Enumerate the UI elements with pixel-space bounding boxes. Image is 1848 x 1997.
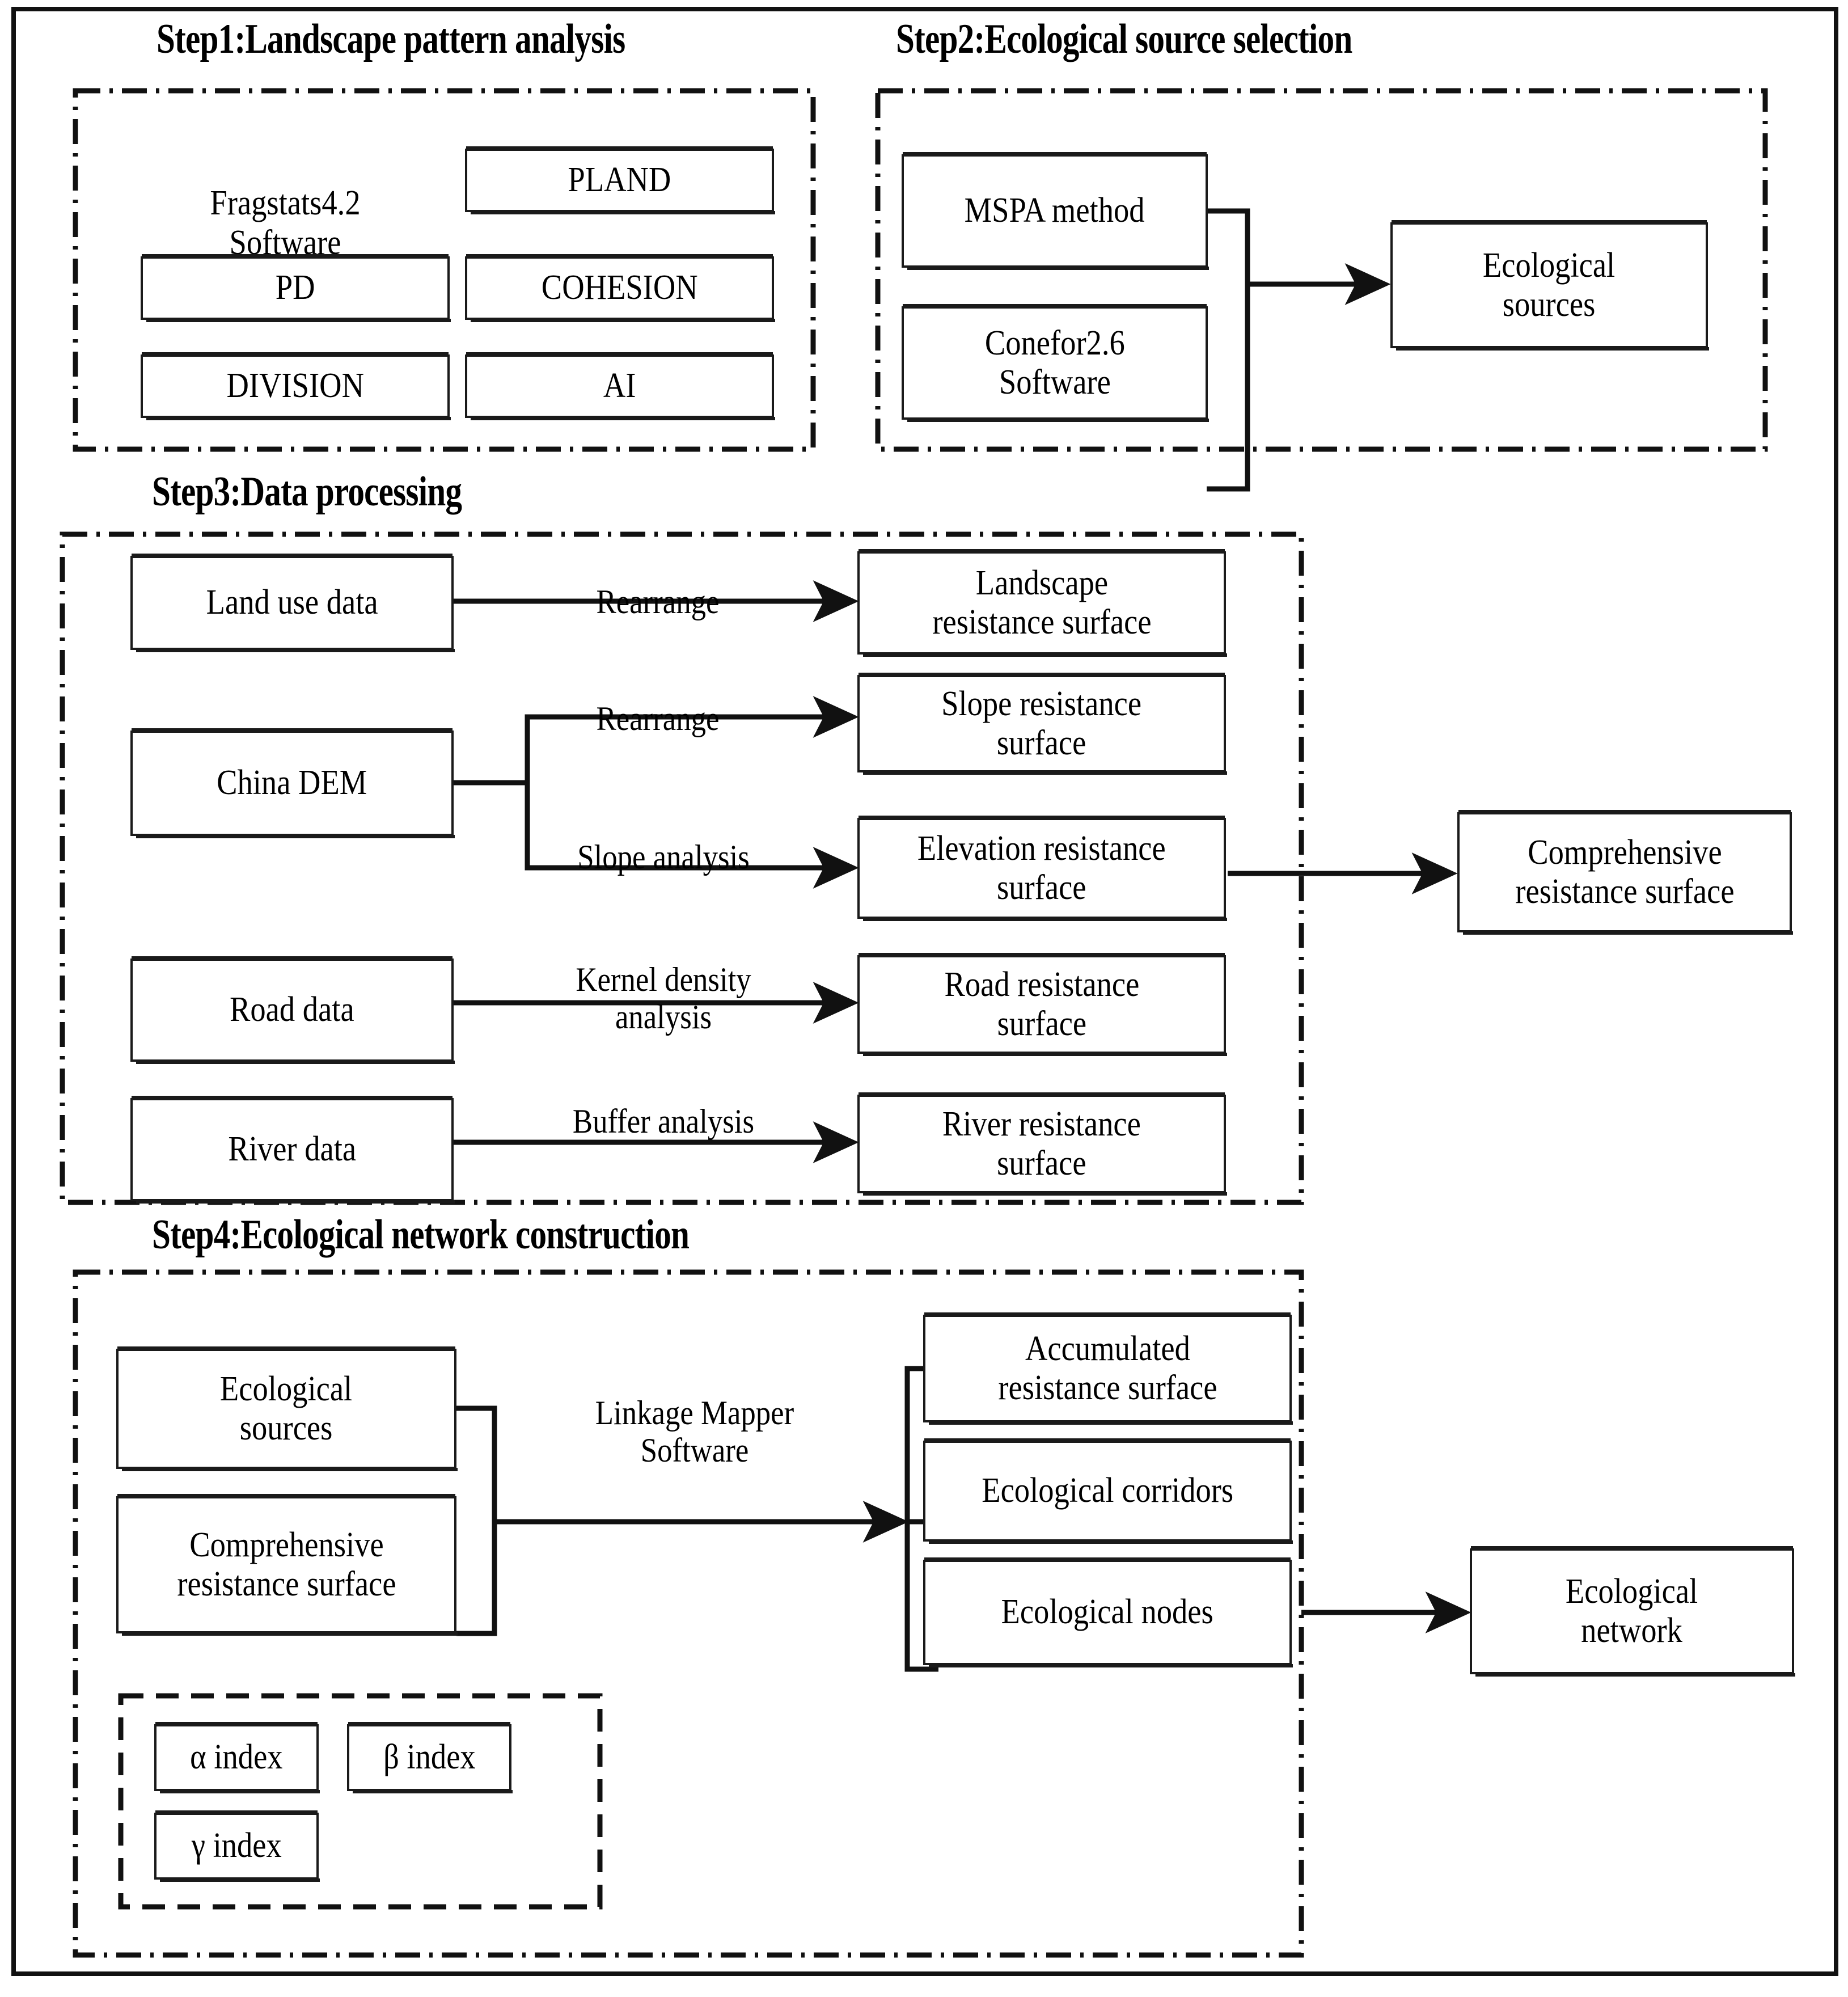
step4-indices-group-border	[118, 1693, 603, 1910]
step4-group-border	[73, 1269, 1304, 1958]
step2-title: Step2:Ecological source selection	[896, 16, 1352, 62]
step4-input-comprehensive-resistance-surface[interactable]: Comprehensive resistance surface	[116, 1494, 458, 1636]
step1-metric-cohesion[interactable]: COHESION	[465, 254, 775, 322]
step3-output-comprehensive-resistance-surface[interactable]: Comprehensive resistance surface	[1457, 810, 1793, 935]
step3-result-road-resistance-surface[interactable]: Road resistance surface	[857, 953, 1227, 1056]
step3-dem-split-lower	[525, 783, 852, 871]
step4-index-beta[interactable]: β index	[347, 1722, 513, 1793]
step4-title: Step4:Ecological network construction	[152, 1211, 690, 1258]
step3-dem-split	[454, 714, 852, 786]
step4-index-gamma[interactable]: γ index	[154, 1810, 320, 1882]
step1-group-border	[73, 88, 816, 452]
step3-process-rearrange-2: Rearrange	[596, 700, 720, 737]
step1-title: Step1:Landscape pattern analysis	[157, 16, 625, 62]
step1-metric-division[interactable]: DIVISION	[141, 352, 451, 420]
step3-process-slope-analysis: Slope analysis	[577, 838, 750, 876]
step3-result-river-resistance-surface[interactable]: River resistance surface	[857, 1092, 1227, 1196]
step3-source-land-use-data[interactable]: Land use data	[130, 554, 455, 652]
step2-output-ecological-sources[interactable]: Ecological sources	[1390, 220, 1709, 351]
step4-output-accumulated-resistance-surface[interactable]: Accumulated resistance surface	[923, 1312, 1293, 1425]
step3-result-slope-resistance-surface[interactable]: Slope resistance surface	[857, 673, 1227, 775]
step3-result-landscape-resistance-surface[interactable]: Landscape resistance surface	[857, 549, 1227, 657]
step3-source-road-data[interactable]: Road data	[130, 956, 455, 1064]
step3-source-river-data[interactable]: River data	[130, 1096, 455, 1204]
step4-process-linkage-mapper: Linkage Mapper Software	[595, 1394, 794, 1469]
step4-right-bracket	[904, 1366, 938, 1672]
step2-input-conefor[interactable]: Conefor2.6 Software	[902, 304, 1209, 422]
step2-group-border	[875, 88, 1768, 452]
step4-index-alpha[interactable]: α index	[154, 1722, 320, 1793]
step1-metric-ai[interactable]: AI	[465, 352, 775, 420]
step4-output-ecological-nodes[interactable]: Ecological nodes	[923, 1557, 1293, 1667]
step3-process-kernel-density-analysis: Kernel density analysis	[576, 961, 751, 1036]
step3-process-rearrange-1: Rearrange	[596, 583, 720, 620]
step3-group-border	[60, 531, 1304, 1205]
step1-metric-pland[interactable]: PLAND	[465, 146, 775, 214]
figure-outer-frame	[11, 7, 1838, 1976]
step4-left-bracket	[456, 1405, 497, 1636]
step3-source-china-dem[interactable]: China DEM	[130, 728, 455, 838]
step4-output-ecological-corridors[interactable]: Ecological corridors	[923, 1438, 1293, 1544]
step2-bracket	[1207, 208, 1250, 492]
step4-final-ecological-network[interactable]: Ecological network	[1470, 1546, 1795, 1677]
step2-input-mspa[interactable]: MSPA method	[902, 152, 1209, 270]
step3-result-elevation-resistance-surface[interactable]: Elevation resistance surface	[857, 816, 1227, 921]
step3-title: Step3:Data processing	[152, 468, 462, 515]
step4-input-ecological-sources[interactable]: Ecological sources	[116, 1346, 458, 1471]
step1-metric-pd[interactable]: PD	[141, 254, 451, 322]
step3-process-buffer-analysis: Buffer analysis	[572, 1103, 755, 1140]
